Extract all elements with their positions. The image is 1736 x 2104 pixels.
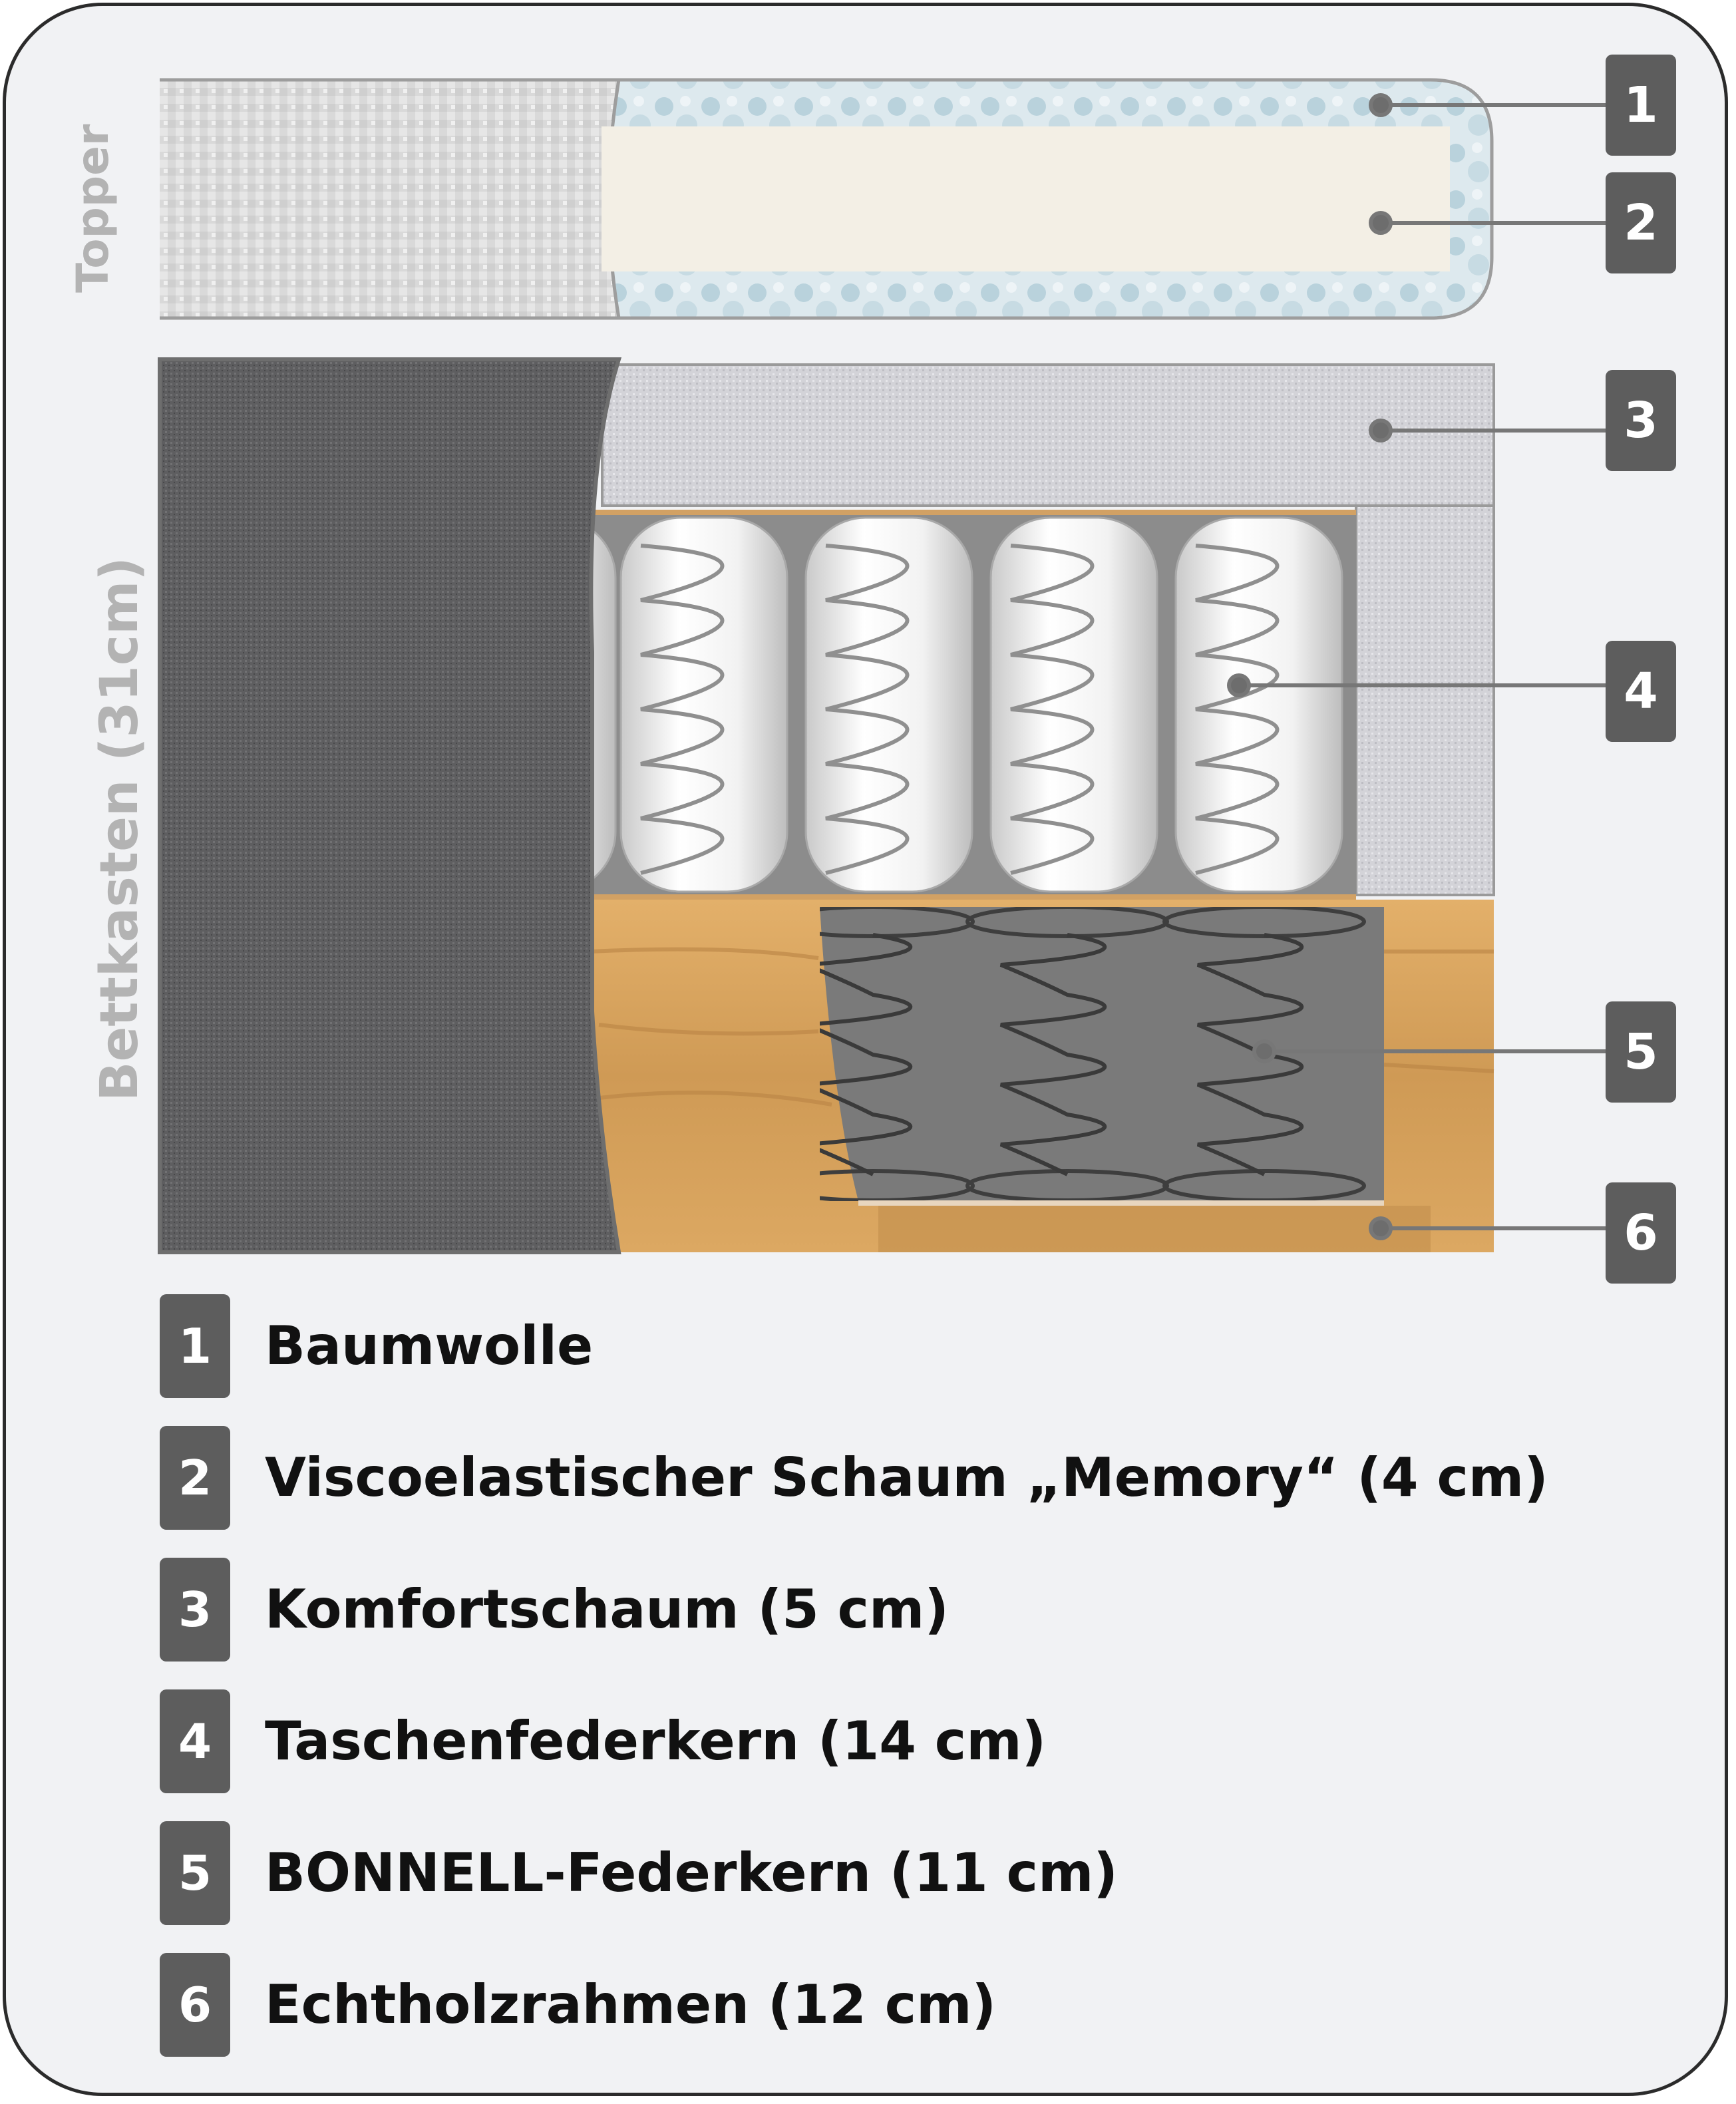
pocket-springs [591,516,1343,893]
bettkasten-label: Bettkasten (31cm) [90,556,150,1101]
legend-item-6: 6 Echtholzrahmen (12 cm) [160,1953,1657,2057]
callout-dot-2 [1369,211,1393,235]
pocket-spring [619,516,788,893]
legend-item-5: 5 BONNELL-Federkern (11 cm) [160,1821,1657,1925]
bettkasten-fabric [158,357,622,1254]
legend-label: BONNELL-Federkern (11 cm) [265,1842,1118,1904]
topper-cover-fabric [160,80,619,318]
legend-item-3: 3 Komfortschaum (5 cm) [160,1558,1657,1662]
pocket-spring [1174,516,1343,893]
legend-label: Echtholzrahmen (12 cm) [265,1974,997,2035]
callout-badge-2: 2 [1606,172,1676,273]
comfort-foam-layer [601,363,1495,507]
callout-dot-4 [1227,673,1251,697]
callout-badge-6: 6 [1606,1182,1676,1284]
pocket-spring [989,516,1158,893]
legend-badge: 1 [160,1294,230,1398]
legend-label: Viscoelastischer Schaum „Memory“ (4 cm) [265,1447,1548,1508]
callout-dot-3 [1369,419,1393,442]
callout-badge-1: 1 [1606,55,1676,156]
legend-badge: 4 [160,1689,230,1793]
bonnell-springs [820,907,1366,1201]
legend-badge: 6 [160,1953,230,2057]
legend-label: Komfortschaum (5 cm) [265,1578,949,1640]
callout-badge-4: 4 [1606,641,1676,742]
memory-foam-layer [602,126,1450,271]
legend-item-1: 1 Baumwolle [160,1294,1657,1398]
callout-badge-3: 3 [1606,370,1676,471]
topper-label: Topper [67,124,118,293]
pocket-spring [804,516,973,893]
bettkasten-section [158,357,1495,1254]
legend-item-2: 2 Viscoelastischer Schaum „Memory“ (4 cm… [160,1426,1657,1530]
legend-badge: 5 [160,1821,230,1925]
side-foam [1355,504,1495,896]
callout-dot-5 [1252,1039,1276,1063]
legend-item-4: 4 Taschenfederkern (14 cm) [160,1689,1657,1793]
pocket-spring [591,528,617,882]
legend-badge: 3 [160,1558,230,1662]
legend-badge: 2 [160,1426,230,1530]
callout-badge-5: 5 [1606,1001,1676,1103]
callout-dot-1 [1369,93,1393,117]
bonnell-spring-chamber [820,907,1384,1201]
callout-lines [1227,93,1610,1240]
legend-label: Baumwolle [265,1315,594,1377]
legend-label: Taschenfederkern (14 cm) [265,1710,1047,1772]
callout-dot-6 [1369,1216,1393,1240]
topper-section [160,78,1494,320]
